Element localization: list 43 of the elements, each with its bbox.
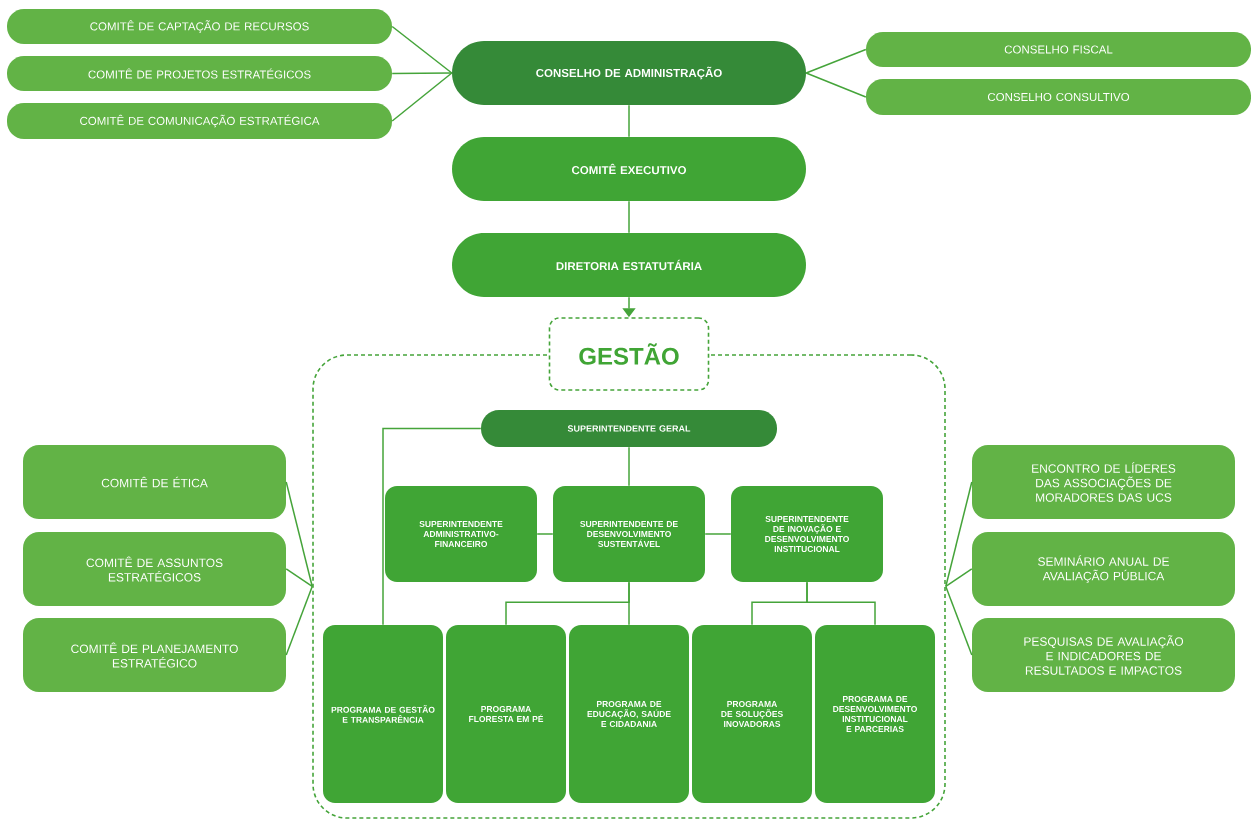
committee-box: COMITÊ DE ASSUNTOS ESTRATÉGICOS	[23, 532, 286, 606]
committee-box: COMITÊ DE PROJETOS ESTRATÉGICOS	[7, 56, 392, 91]
process-box: SUPERINTENDENTE DE INOVAÇÃO E DESENVOLVIMENTO INSTITUCIONAL	[731, 486, 883, 582]
connector	[628, 446, 630, 487]
connector	[285, 568, 313, 588]
program-box: PROGRAMA DE SOLUÇÕES INOVADORAS	[692, 625, 812, 803]
committee-box: ENCONTRO DE LÍDERES DAS ASSOCIAÇÕES DE MORADORES DAS UCS	[972, 445, 1235, 519]
process-box: DIRETORIA ESTATUTÁRIA	[452, 233, 806, 297]
connector	[945, 585, 973, 656]
connector	[536, 533, 554, 535]
process-box: COMITÊ EXECUTIVO	[452, 137, 806, 201]
connector	[805, 48, 867, 74]
connector	[704, 533, 732, 535]
program-box: PROGRAMA DE DESENVOLVIMENTO INSTITUCIONAL E PARCERIAS	[815, 625, 935, 803]
connector	[391, 72, 453, 75]
process-box: SUPERINTENDENTE ADMINISTRATIVO-FINANCEIRO	[385, 486, 537, 582]
process-box: SUPERINTENDENTE DE DESENVOLVIMENTO SUSTENTÁVEL	[553, 486, 705, 582]
connector	[945, 568, 973, 588]
connector	[628, 581, 630, 626]
committee-box: CONSELHO CONSULTIVO	[866, 79, 1251, 115]
connector	[382, 427, 482, 626]
connector	[805, 72, 867, 98]
group-heading: GESTÃO	[548, 317, 710, 391]
connector	[285, 481, 313, 588]
committee-box: COMITÊ DE ÉTICA	[23, 445, 286, 519]
connector	[391, 25, 453, 74]
connector	[628, 104, 630, 138]
program-box: PROGRAMA FLORESTA EM PÉ	[446, 625, 566, 803]
program-box: PROGRAMA DE EDUCAÇÃO, SAÚDE E CIDADANIA	[569, 625, 689, 803]
committee-box: SEMINÁRIO ANUAL DE AVALIAÇÃO PÚBLICA	[972, 532, 1235, 606]
connector	[945, 481, 973, 588]
committee-box: COMITÊ DE CAPTAÇÃO DE RECURSOS	[7, 9, 392, 44]
program-box: PROGRAMA DE GESTÃO E TRANSPARÊNCIA	[323, 625, 443, 803]
committee-box: COMITÊ DE PLANEJAMENTO ESTRATÉGICO	[23, 618, 286, 692]
committee-box: COMITÊ DE COMUNICAÇÃO ESTRATÉGICA	[7, 103, 392, 139]
connector	[628, 200, 630, 234]
connector	[806, 581, 876, 626]
process-box: CONSELHO DE ADMINISTRAÇÃO	[452, 41, 806, 105]
committee-box: PESQUISAS DE AVALIAÇÃO E INDICADORES DE RESULTADOS E IMPACTOS	[972, 618, 1235, 692]
process-box: SUPERINTENDENTE GERAL	[481, 410, 777, 447]
connector	[285, 585, 313, 656]
connector	[391, 72, 453, 122]
committee-box: CONSELHO FISCAL	[866, 32, 1251, 67]
